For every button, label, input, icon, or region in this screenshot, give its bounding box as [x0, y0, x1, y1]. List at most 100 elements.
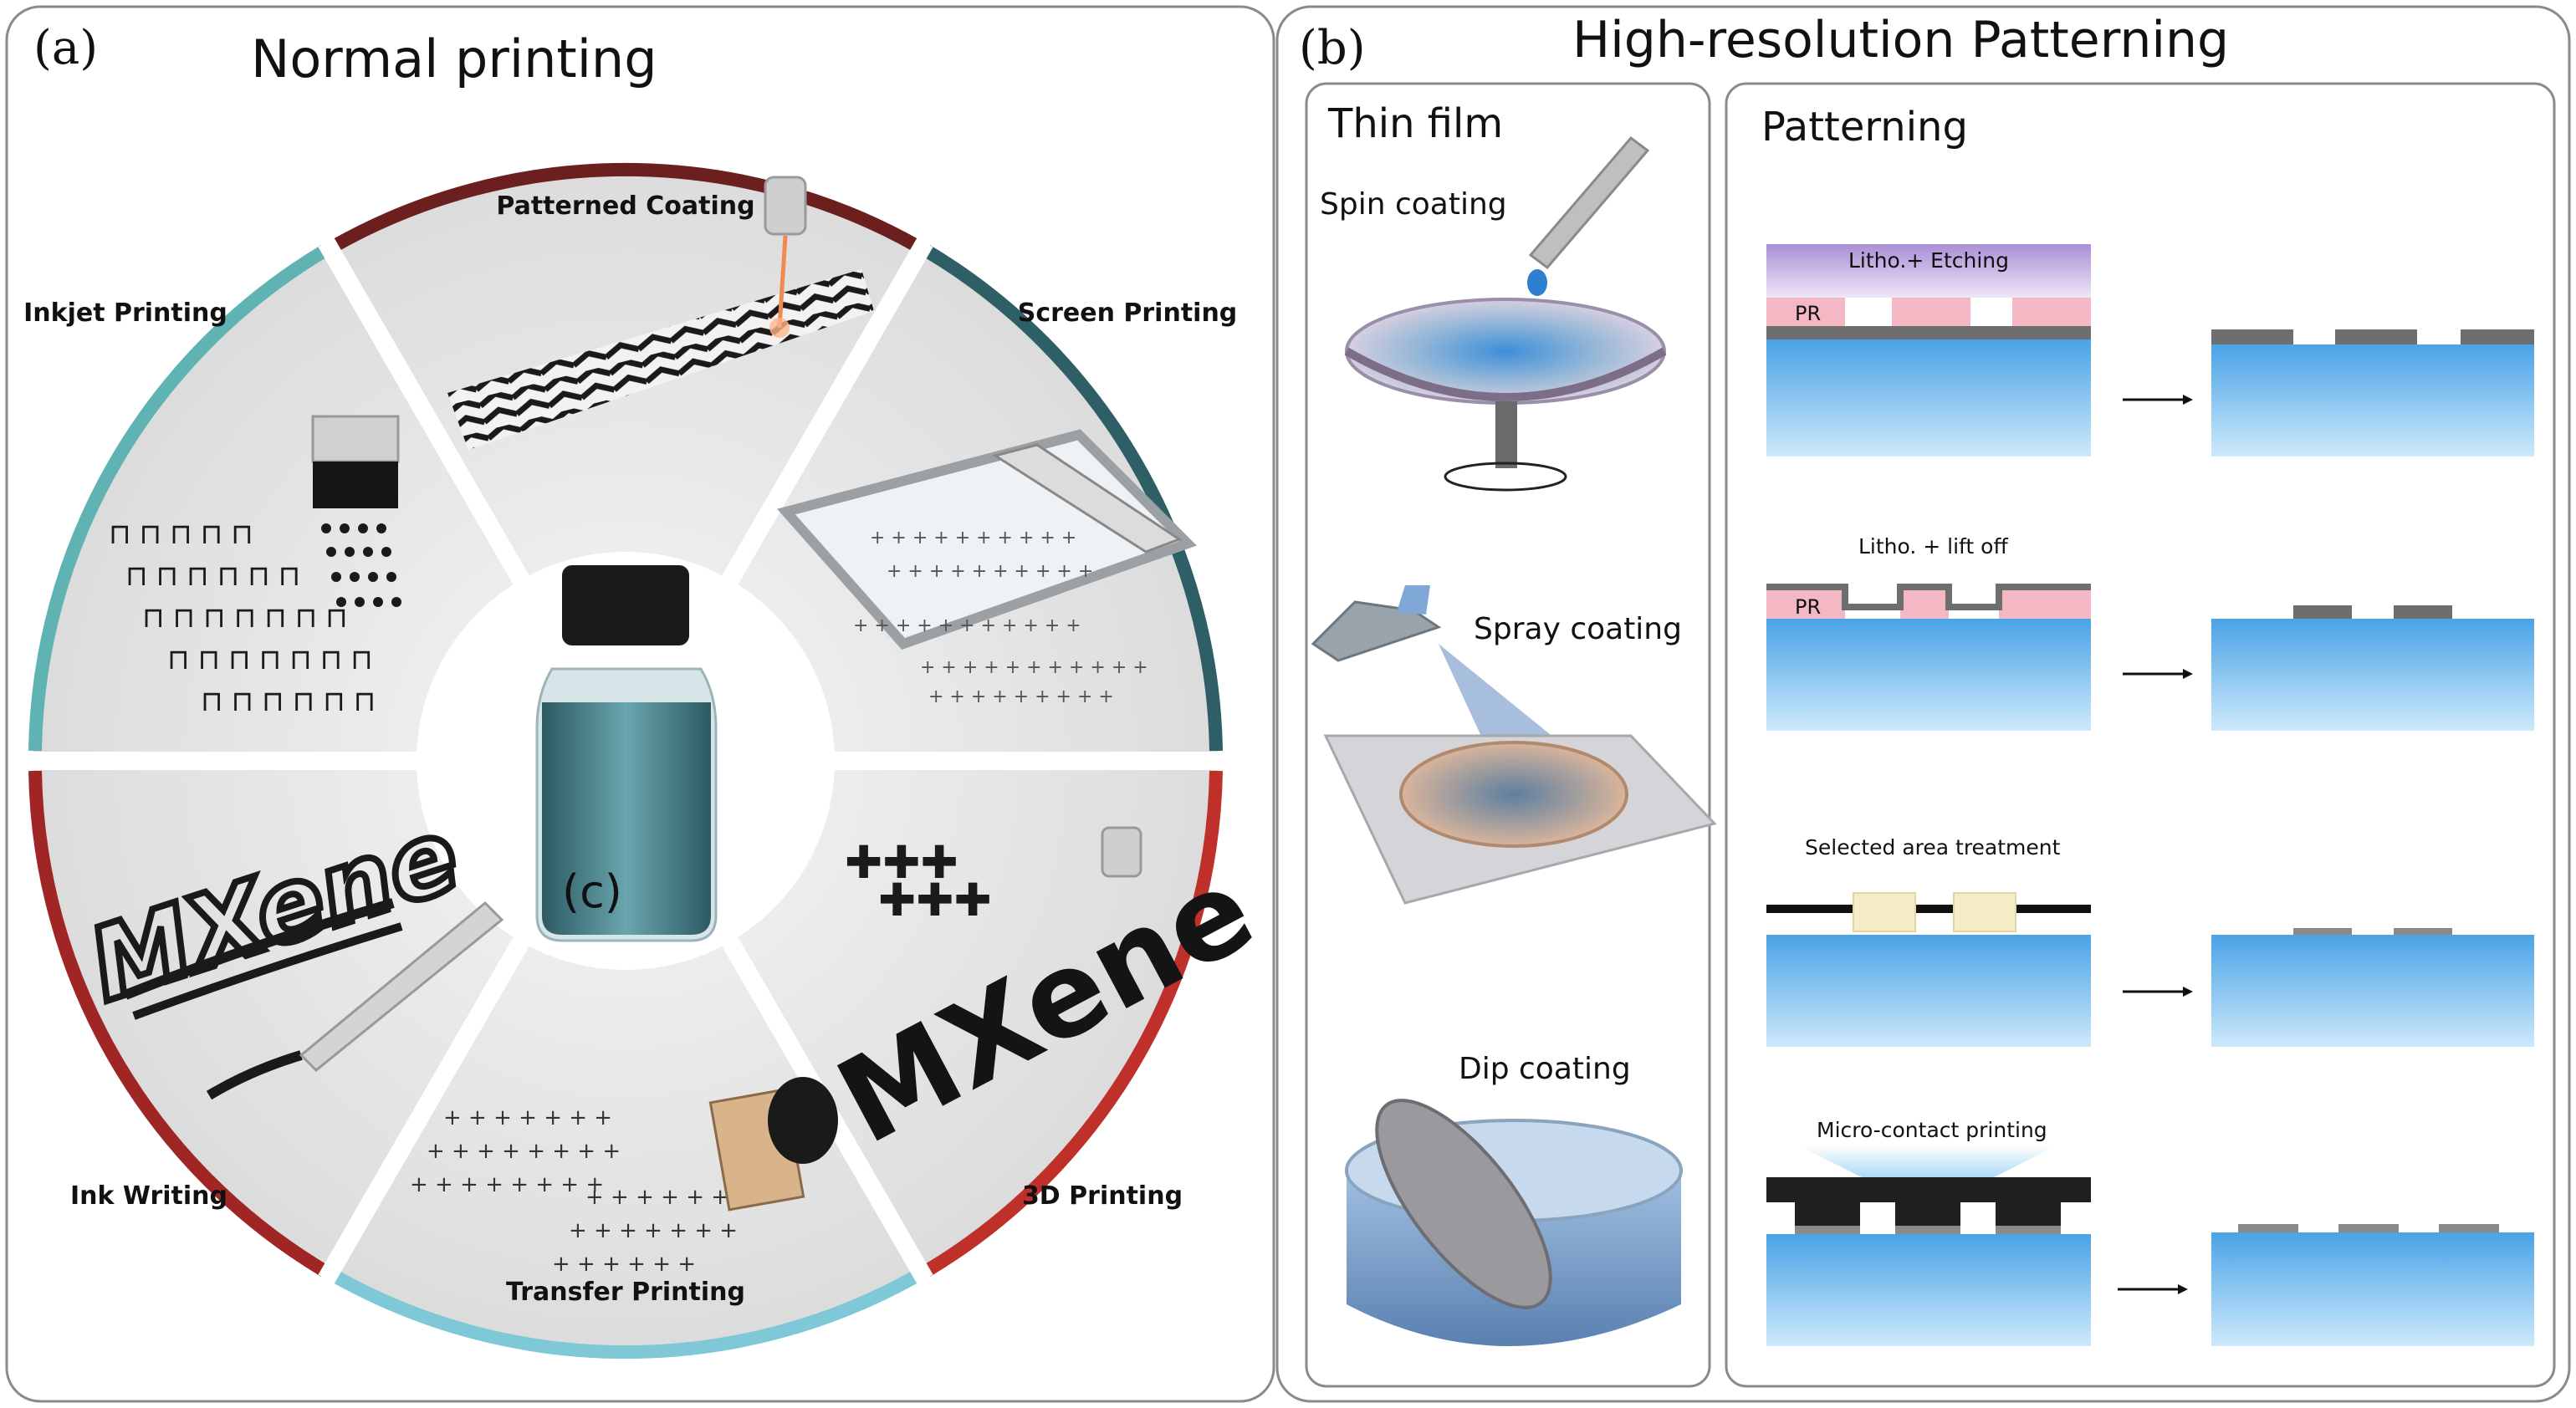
coating-nozzle-icon [764, 176, 807, 236]
film-layer-1 [1766, 326, 2091, 339]
spray-disc [1399, 741, 1628, 848]
printed-area-1 [2238, 1224, 2298, 1232]
pr-block-1 [1766, 298, 1845, 326]
ink-stroke [206, 1050, 303, 1100]
dip-coating-label: Dip coating [1459, 1052, 1631, 1086]
bottle-cap-icon [562, 565, 689, 645]
arc-transfer-printing [331, 1270, 920, 1360]
spin-coating-label: Spin coating [1320, 187, 1507, 222]
dip-coating-illustration [1345, 1099, 1683, 1346]
svg-text:+ + + + + + + + + +: + + + + + + + + + + [870, 528, 1076, 548]
pipette-icon [1528, 135, 1650, 270]
liftoff-result-1 [2293, 605, 2352, 619]
stamp-press-light [1798, 1145, 2057, 1179]
transfer-pattern: + + + + + + + + + + + + + + + + + + + + … [410, 1105, 738, 1277]
micro-contact-label: Micro-contact printing [1817, 1118, 2047, 1142]
inkjet-pattern: ⊓⊓⊓⊓⊓ ⊓⊓⊓⊓⊓⊓ ⊓⊓⊓⊓⊓⊓⊓ ⊓⊓⊓⊓⊓⊓⊓ ⊓⊓⊓⊓⊓⊓ [109, 518, 384, 718]
inkjet-drops [321, 523, 401, 607]
substrate-3b [2211, 935, 2534, 1047]
spray-gun-icon [1311, 600, 1442, 662]
label-transfer-printing: Transfer Printing [506, 1278, 745, 1307]
spin-coating-illustration [1344, 135, 1667, 492]
substrate-4b [2211, 1232, 2534, 1346]
etched-film-3 [2461, 329, 2534, 344]
etched-film-1 [2211, 329, 2293, 344]
spray-cup [1397, 585, 1430, 615]
liftoff-result-2 [2394, 605, 2452, 619]
spin-disc [1345, 298, 1666, 405]
spray-plume [1439, 644, 1572, 752]
etched-film-2 [2335, 329, 2417, 344]
selected-area-row: Selected area treatment [1766, 835, 2534, 1047]
panel-b-title: High-resolution Patterning [1572, 11, 2229, 69]
thin-film-title: Thin film [1327, 100, 1503, 147]
substrate-1a [1766, 339, 2091, 457]
stamp-post-1 [1795, 1202, 1860, 1226]
svg-text:+ + + + + + + +: + + + + + + + + [410, 1172, 604, 1197]
dip-substrate [1375, 1099, 1552, 1309]
patterned-strip [447, 269, 874, 450]
panel-a-letter: (a) [33, 21, 98, 75]
bottle-ink [542, 702, 711, 935]
coating-beam [777, 235, 788, 329]
svg-text:⊓⊓⊓⊓⊓⊓⊓: ⊓⊓⊓⊓⊓⊓⊓ [142, 601, 356, 635]
rotation-arrow-icon [1444, 462, 1567, 492]
pr-block-3 [2012, 298, 2091, 326]
litho-liftoff-label: Litho. + lift off [1858, 534, 2008, 559]
pr-block-6 [1999, 590, 2091, 619]
svg-text:⊓⊓⊓⊓⊓: ⊓⊓⊓⊓⊓ [109, 518, 262, 551]
panel-b-letter: (b) [1299, 21, 1366, 75]
pr-label-1: PR [1795, 302, 1821, 325]
svg-text:+ + + + + + +: + + + + + + + [569, 1218, 738, 1243]
spray-coating-illustration [1311, 585, 1717, 905]
label-ink-writing: Ink Writing [70, 1181, 227, 1211]
svg-text:⊓⊓⊓⊓⊓⊓: ⊓⊓⊓⊓⊓⊓ [201, 685, 384, 718]
pdms-stamp [1766, 1177, 2091, 1202]
svg-text:✚✚✚: ✚✚✚ [878, 874, 992, 926]
pr-block-4 [1766, 590, 1845, 619]
treatment-window-1 [1853, 892, 1916, 932]
svg-text:+ + + + + + + + + +: + + + + + + + + + + [887, 561, 1093, 582]
label-patterned-coating: Patterned Coating [496, 191, 754, 221]
substrate-2a [1766, 619, 2091, 731]
inkjet-head-icon [311, 415, 400, 463]
substrate-3a [1766, 935, 2091, 1047]
inkjet-printing-illustration: ⊓⊓⊓⊓⊓ ⊓⊓⊓⊓⊓⊓ ⊓⊓⊓⊓⊓⊓⊓ ⊓⊓⊓⊓⊓⊓⊓ ⊓⊓⊓⊓⊓⊓ [109, 415, 401, 718]
label-inkjet-printing: Inkjet Printing [23, 298, 227, 328]
printed-area-3 [2439, 1224, 2499, 1232]
selected-area-label: Selected area treatment [1805, 835, 2061, 860]
svg-text:+ + + + + + +: + + + + + + + [443, 1105, 612, 1130]
extruder-nozzle-icon [1101, 826, 1142, 878]
3d-cross-pattern: ✚✚✚ ✚✚✚ [845, 836, 992, 926]
screen-pattern: + + + + + + + + + + + + + + + + + + + + … [853, 528, 1148, 707]
treatment-mask [1766, 905, 2091, 913]
litho-liftoff-row: Litho. + lift off PR [1766, 534, 2534, 731]
svg-text:+ + + + + + + + + + +: + + + + + + + + + + + [853, 615, 1081, 636]
stamp-post-2 [1895, 1202, 1960, 1226]
stamp-post-3 [1996, 1202, 2061, 1226]
droplet-1 [1527, 269, 1547, 296]
pen-icon [299, 900, 504, 1073]
pr-label-2: PR [1795, 595, 1821, 619]
ink-bottle-illustration: (c) [535, 565, 718, 942]
arc-inkjet-printing [28, 245, 329, 752]
inkjet-nozzle [313, 462, 398, 508]
treated-area-1 [2293, 928, 2352, 936]
printed-area-2 [2338, 1224, 2399, 1232]
svg-text:⊓⊓⊓⊓⊓⊓⊓: ⊓⊓⊓⊓⊓⊓⊓ [167, 643, 381, 676]
spin-disc-edge [1344, 347, 1667, 401]
underline-1 [123, 898, 395, 1000]
svg-text:⊓⊓⊓⊓⊓⊓: ⊓⊓⊓⊓⊓⊓ [125, 559, 309, 593]
liftoff-film [1766, 584, 2091, 610]
squeegee-icon [992, 443, 1183, 554]
arc-patterned-coating [331, 162, 920, 252]
svg-text:+ + + + + + + + +: + + + + + + + + + [928, 686, 1114, 707]
spin-shaft [1495, 401, 1517, 468]
label-3d-printing: 3D Printing [1022, 1181, 1183, 1211]
transfer-printing-illustration: + + + + + + + + + + + + + + + + + + + + … [410, 1077, 838, 1277]
substrate-1b [2211, 344, 2534, 457]
svg-text:+ + + + + +: + + + + + + [552, 1252, 696, 1277]
patterned-coating-illustration [447, 176, 874, 450]
arc-screen-printing [923, 245, 1223, 752]
